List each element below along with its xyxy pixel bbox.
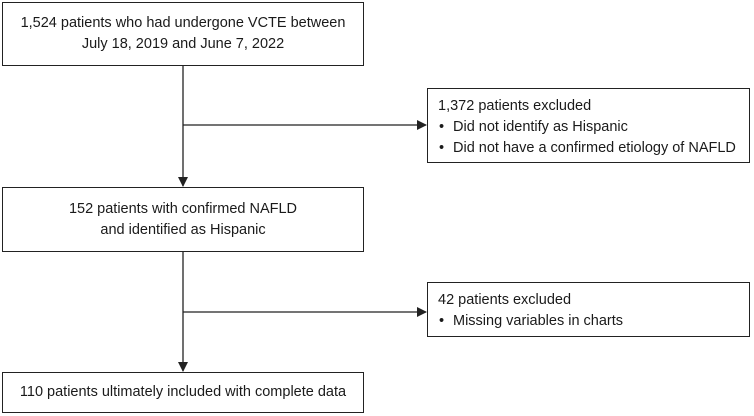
exclusion-reasons: Did not identify as Hispanic Did not hav… — [438, 117, 739, 159]
exclusion-reason: Missing variables in charts — [438, 311, 739, 332]
step-text-line: July 18, 2019 and June 7, 2022 — [81, 36, 285, 52]
step-text-line: 152 patients with confirmed NAFLD — [68, 200, 298, 217]
step-text-line: 110 patients ultimately included with co… — [19, 384, 347, 400]
step-text-line: 1,524 patients who had undergone VCTE be… — [20, 15, 346, 31]
exclusion-reason: Did not identify as Hispanic — [438, 117, 739, 138]
exclusion-title: 42 patients excluded — [438, 292, 572, 308]
step-box-final-cohort: 110 patients ultimately included with co… — [2, 372, 364, 413]
exclusion-box-1: 1,372 patients excluded Did not identify… — [427, 88, 750, 163]
exclusion-reasons: Missing variables in charts — [438, 311, 739, 332]
step-box-initial-cohort: 1,524 patients who had undergone VCTE be… — [2, 2, 364, 66]
step-text-line: and identified as Hispanic — [100, 221, 266, 238]
exclusion-box-2: 42 patients excluded Missing variables i… — [427, 282, 750, 337]
exclusion-title: 1,372 patients excluded — [438, 98, 592, 114]
step-box-eligible-cohort: 152 patients with confirmed NAFLD and id… — [2, 187, 364, 252]
exclusion-reason: Did not have a confirmed etiology of NAF… — [438, 138, 739, 159]
